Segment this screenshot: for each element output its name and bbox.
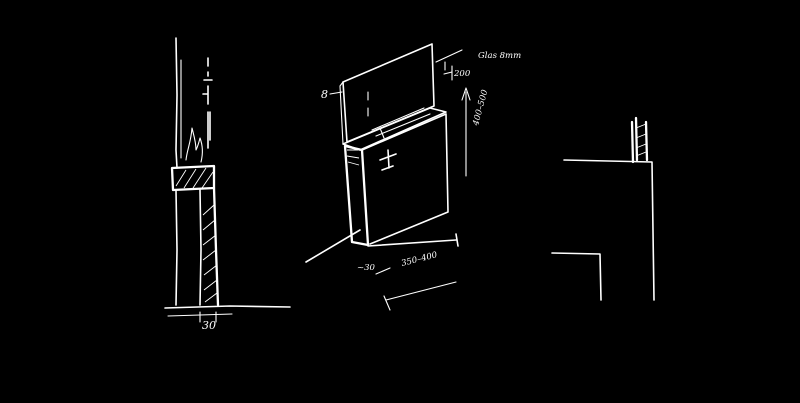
thickness-leader (329, 91, 343, 95)
glass-leader (435, 49, 463, 63)
wall-lower-right (212, 186, 220, 307)
wall-hatch (202, 204, 218, 303)
height-arrow (461, 87, 471, 177)
glass-dashes (202, 57, 213, 149)
section-view: 30 (164, 37, 291, 332)
front-edge (343, 144, 370, 247)
plan-view (551, 116, 655, 301)
wall-lower-left (175, 189, 178, 306)
width-label: 350–400 (400, 250, 439, 269)
burner-hatch (346, 149, 360, 166)
plan-inner-line (551, 252, 602, 301)
plan-glass-mark (630, 116, 649, 164)
wall-lower-inner (199, 189, 202, 306)
width-dimension-line (375, 267, 457, 311)
burner-slot (371, 107, 431, 139)
offset-ticks (443, 65, 453, 81)
burner-hatch (175, 167, 214, 189)
dimension-30-label: 30 (202, 319, 216, 332)
wall-line (175, 37, 178, 169)
offset-label: 200 (453, 69, 471, 79)
plan-outer-line (563, 159, 655, 301)
dimension-ticks (199, 311, 217, 323)
floor-lines (305, 229, 459, 263)
flame (185, 127, 203, 163)
plan-hatch (635, 123, 647, 157)
front-face (361, 113, 449, 245)
isometric-view: 400–500 Glas 8mm 200 8 ~30 350–400 (305, 43, 521, 311)
thickness-label: 8 (321, 88, 328, 101)
glass-pane (342, 43, 435, 143)
floor-line (164, 305, 291, 309)
glass-edge (339, 81, 344, 145)
burner-box (170, 164, 216, 192)
depth-label: ~30 (357, 263, 376, 273)
center-marker (379, 149, 397, 171)
hidden-lines (367, 61, 446, 117)
height-label: 400–500 (471, 88, 491, 128)
glass-label: Glas 8mm (478, 51, 521, 61)
